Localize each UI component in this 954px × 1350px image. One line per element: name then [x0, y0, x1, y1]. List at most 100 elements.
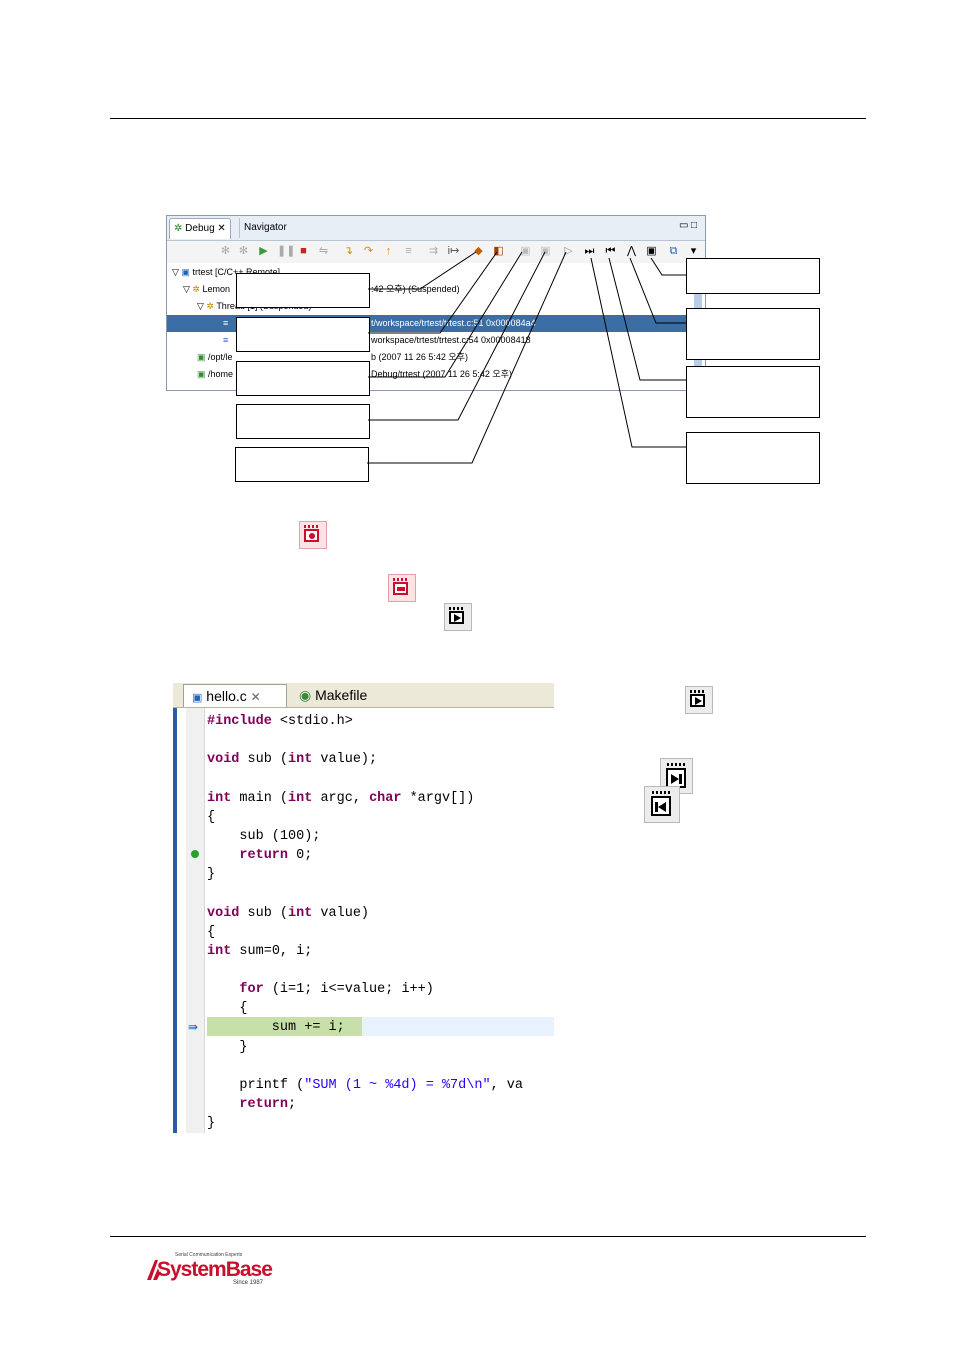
- code-token: }: [207, 867, 216, 883]
- show-source-icon[interactable]: ◧: [493, 245, 504, 257]
- step-into-icon[interactable]: ↴: [343, 245, 354, 257]
- callout-box: [236, 317, 370, 352]
- tab-makefile-label: Makefile: [315, 687, 368, 703]
- code-token: {: [207, 809, 216, 825]
- callout-box: [235, 447, 369, 482]
- tab-navigator-label: Navigator: [244, 222, 287, 233]
- callout-box: [686, 432, 820, 484]
- code-token: }: [207, 1116, 216, 1132]
- code-line: {: [207, 999, 248, 1018]
- play-film-icon: [685, 686, 713, 714]
- suspend-icon[interactable]: ❚❚: [277, 245, 296, 257]
- tab-makefile[interactable]: ◉ Makefile: [299, 684, 367, 706]
- connect-icon[interactable]: ⧉: [669, 245, 678, 257]
- maximize-icon[interactable]: □: [691, 220, 698, 231]
- current-statement-highlight: [207, 1017, 362, 1036]
- close-icon[interactable]: ✕: [250, 690, 261, 704]
- callout-box: [686, 258, 820, 294]
- tab-debug-label: Debug: [185, 223, 215, 234]
- code-token: "SUM (1 ~ %4d) = %7d\n": [304, 1077, 491, 1093]
- tree-label: :42 오후) (Suspended): [371, 284, 460, 294]
- code-token: for: [239, 982, 264, 998]
- code-line: for (i=1; i<=value; i++): [207, 980, 433, 999]
- code-token: #include: [207, 714, 272, 729]
- film-disabled-icon-1[interactable]: ▣: [520, 245, 531, 257]
- callout-box: [686, 366, 820, 418]
- code-token: int: [288, 752, 313, 768]
- tree-label: b (2007 11 26 5:42 오후): [371, 352, 468, 362]
- code-line: #include <stdio.h>: [207, 712, 353, 731]
- disconnect-icon[interactable]: ⇋: [318, 245, 329, 257]
- instruction-pointer-icon: ⇛: [188, 1020, 199, 1034]
- reverse-step-over-icon[interactable]: ⋀: [626, 245, 637, 257]
- code-token: 0;: [288, 848, 313, 864]
- step-filters-icon[interactable]: ⇉: [428, 245, 439, 257]
- code-line: return;: [207, 1095, 296, 1114]
- callout-box: [236, 404, 370, 439]
- tab-navigator[interactable]: Navigator: [239, 218, 291, 238]
- systembase-logo: Serial Communication Experts SystemBase …: [145, 1252, 273, 1286]
- film-disabled-icon-2[interactable]: ▣: [540, 245, 551, 257]
- tree-label: t/workspace/trtest/trtest.c:51 0x000084a…: [371, 318, 536, 328]
- minimize-icon[interactable]: ▭: [679, 220, 689, 231]
- code-token: sub (100);: [207, 828, 321, 844]
- view-menu-icon[interactable]: ▾: [690, 245, 697, 257]
- code-line: sum += i;: [207, 1018, 345, 1037]
- stop-record-icon: [388, 574, 416, 602]
- code-line: }: [207, 1114, 215, 1133]
- code-token: sum += i;: [207, 1020, 345, 1036]
- logo-since: Since 1987: [233, 1280, 264, 1286]
- code-token: return: [239, 848, 289, 864]
- code-token: char: [369, 790, 402, 806]
- tree-row[interactable]: ▽ ▣ trtest [C/C++ Remote]: [172, 267, 280, 277]
- tab-hello-c[interactable]: ▣ hello.c ✕: [183, 684, 287, 707]
- code-line: int main (int argc, char *argv[]): [207, 789, 474, 808]
- code-token: int: [288, 790, 313, 806]
- resume-without-signal-icon[interactable]: ▷: [564, 245, 573, 257]
- code-token: value): [312, 905, 370, 921]
- code-line: sub (100);: [207, 827, 320, 846]
- code-line: void sub (int value): [207, 904, 369, 923]
- makefile-icon: ◉: [299, 687, 312, 703]
- code-line: return 0;: [207, 846, 312, 865]
- restart-icon[interactable]: ◆: [474, 245, 483, 257]
- step-return-icon[interactable]: ↑: [385, 245, 392, 257]
- code-token: main (: [231, 790, 289, 806]
- tab-hello-c-label: hello.c: [206, 688, 247, 704]
- code-token: }: [207, 1039, 248, 1055]
- record-icon: [299, 521, 327, 549]
- remove-all-icon[interactable]: ✻: [238, 245, 249, 257]
- record-icon[interactable]: ▣: [646, 245, 657, 257]
- code-line: }: [207, 1038, 248, 1057]
- instruction-step-icon[interactable]: i↦: [447, 245, 460, 257]
- code-token: {: [207, 1001, 248, 1017]
- code-line: void sub (int value);: [207, 750, 377, 769]
- debug-tabbar: ✲ Debug ✕ Navigator ▭ □: [167, 216, 705, 241]
- code-line: int sum=0, i;: [207, 942, 312, 961]
- debug-toolbar: ✻ ✻ ▶ ❚❚ ■ ⇋ ↴ ↷ ↑ ≡ ⇉ i↦ ◆ ◧ ▣ ▣ ▷ ⏭ ⏮ …: [167, 241, 705, 263]
- close-icon[interactable]: ✕: [217, 223, 226, 234]
- code-token: void: [207, 905, 240, 921]
- code-line: }: [207, 865, 215, 884]
- code-token: sum=0, i;: [231, 943, 313, 959]
- reverse-step-icon[interactable]: ⏮: [605, 245, 616, 257]
- reverse-resume-icon[interactable]: ⏭: [584, 245, 595, 257]
- tree-label: /opt/le: [208, 352, 233, 362]
- code-token: int: [288, 905, 313, 921]
- resume-icon[interactable]: ▶: [259, 245, 268, 257]
- code-line: {: [207, 808, 215, 827]
- code-token: [207, 848, 239, 863]
- code-token: value);: [312, 752, 378, 768]
- callout-box: [236, 273, 370, 308]
- tree-label: Debug/trtest (2007 11 26 5:42 오후): [371, 369, 512, 379]
- drop-to-frame-icon[interactable]: ≡: [405, 245, 412, 257]
- tab-debug[interactable]: ✲ Debug ✕: [169, 218, 231, 239]
- code-token: *argv[]): [401, 790, 475, 806]
- step-over-icon[interactable]: ↷: [363, 245, 374, 257]
- code-token: ;: [288, 1097, 297, 1112]
- terminate-icon[interactable]: ■: [300, 245, 307, 257]
- remove-terminated-icon[interactable]: ✻: [220, 245, 231, 257]
- footer-rule: [110, 1236, 866, 1237]
- breakpoint-icon[interactable]: [191, 850, 199, 858]
- code-token: , va: [490, 1077, 523, 1093]
